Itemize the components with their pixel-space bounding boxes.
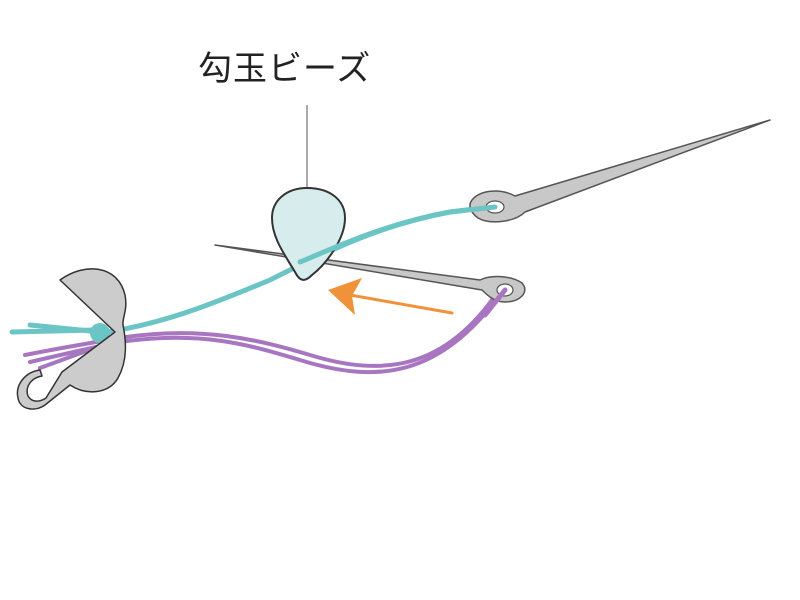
- upper-needle: [469, 119, 771, 223]
- clasp: [16, 268, 127, 410]
- teal-knot: [90, 323, 110, 343]
- purple-thread-through-eye: [482, 287, 508, 318]
- purple-thread: [23, 291, 502, 375]
- direction-arrow-icon: [328, 278, 454, 315]
- lower-needle: [214, 244, 526, 303]
- teal-thread-front: [297, 209, 453, 265]
- magatama-bead: [270, 186, 347, 281]
- magatama-bead-label: 勾玉ビーズ: [198, 49, 372, 89]
- teal-thread-through-eye: [447, 204, 498, 215]
